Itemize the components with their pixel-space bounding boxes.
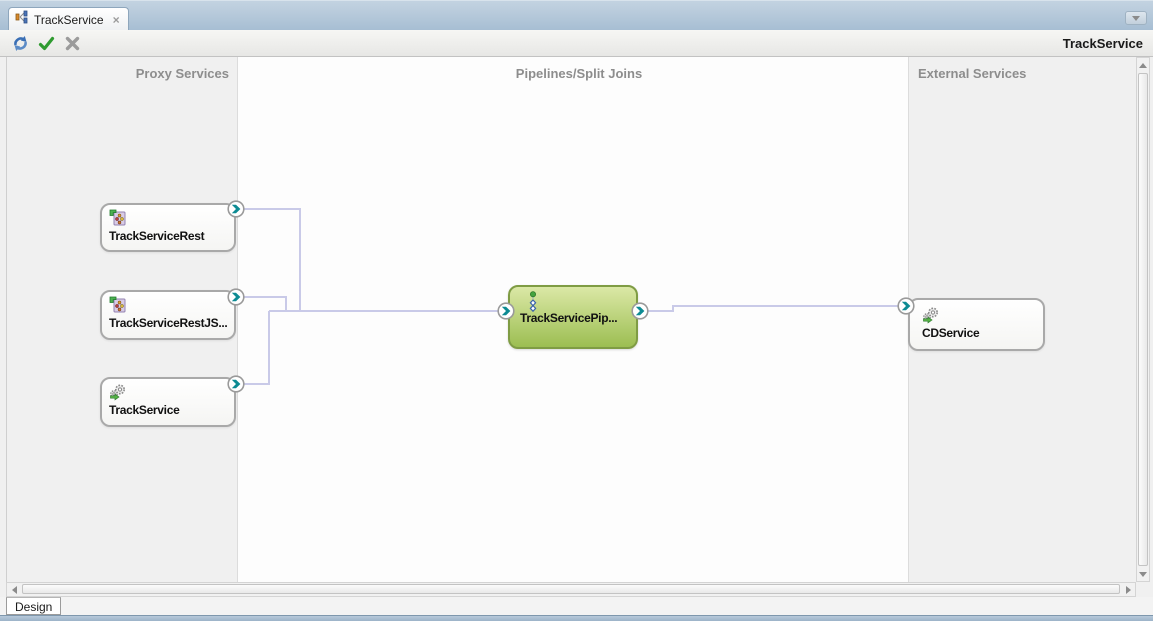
scroll-right-button[interactable]	[1121, 583, 1135, 596]
node-label: TrackServiceRestJS...	[109, 316, 227, 330]
tab-overflow-button[interactable]	[1125, 11, 1147, 25]
horizontal-scroll-thumb[interactable]	[22, 584, 1120, 594]
node-trackservice-proxy[interactable]: TrackService	[100, 377, 236, 427]
node-trackservicerest[interactable]: TrackServiceRest	[100, 203, 236, 252]
arrow-endpoint-badge[interactable]	[897, 297, 915, 315]
arrow-endpoint-badge[interactable]	[227, 375, 245, 393]
vertical-scrollbar[interactable]	[1136, 57, 1150, 582]
external-services-header: External Services	[918, 66, 1027, 81]
arrow-endpoint-badge[interactable]	[631, 302, 649, 320]
gray-x-icon	[65, 36, 79, 50]
horizontal-scrollbar[interactable]	[6, 582, 1136, 597]
gears-proxy-service-icon	[109, 383, 227, 403]
green-check-icon	[38, 36, 54, 50]
tab-trackservice[interactable]: TrackService ×	[8, 7, 129, 31]
scroll-right-arrow-icon	[1125, 585, 1131, 594]
node-label: TrackService	[109, 403, 180, 417]
node-label: TrackServicePip...	[520, 311, 618, 325]
window-bottom-edge	[0, 615, 1153, 621]
delete-button[interactable]	[60, 32, 84, 54]
node-cdservice[interactable]: CDService	[908, 298, 1045, 351]
pipeline-icon	[520, 291, 629, 313]
node-trackservicepipeline[interactable]: TrackServicePip...	[508, 285, 638, 349]
chevron-down-icon	[1132, 15, 1140, 21]
scroll-down-button[interactable]	[1137, 567, 1149, 581]
rest-proxy-service-icon	[109, 296, 227, 316]
arrow-endpoint-badge[interactable]	[497, 302, 515, 320]
rest-proxy-service-icon	[109, 209, 227, 229]
proxy-services-header: Proxy Services	[135, 66, 229, 81]
editor-footer: Design	[0, 597, 1153, 615]
document-tab-bar: TrackService ×	[0, 0, 1153, 31]
refresh-icon	[13, 35, 27, 51]
vertical-scroll-thumb[interactable]	[1138, 73, 1148, 566]
arrow-endpoint-badge[interactable]	[227, 288, 245, 306]
refresh-button[interactable]	[8, 32, 32, 54]
validate-button[interactable]	[34, 32, 58, 54]
design-tab-label: Design	[15, 599, 53, 614]
tab-close-icon[interactable]: ×	[112, 12, 120, 27]
node-label: CDService	[922, 326, 980, 340]
tab-design[interactable]: Design	[6, 597, 62, 615]
editor-toolbar: TrackService	[0, 30, 1153, 57]
composite-title: TrackService	[1062, 35, 1143, 51]
pipelines-header: Pipelines/Split Joins	[515, 66, 643, 81]
arrow-endpoint-badge[interactable]	[227, 200, 245, 218]
scroll-down-arrow-icon	[1139, 571, 1147, 577]
gears-business-service-icon	[922, 306, 1036, 326]
scroll-left-arrow-icon	[11, 585, 17, 594]
node-label: TrackServiceRest	[109, 229, 205, 243]
scroll-up-arrow-icon	[1139, 62, 1147, 68]
scroll-up-button[interactable]	[1137, 58, 1149, 72]
node-trackservicerestjs[interactable]: TrackServiceRestJS...	[100, 290, 236, 340]
split-join-tab-icon	[15, 10, 29, 30]
tab-label: TrackService	[34, 12, 104, 27]
scroll-left-button[interactable]	[7, 583, 21, 596]
